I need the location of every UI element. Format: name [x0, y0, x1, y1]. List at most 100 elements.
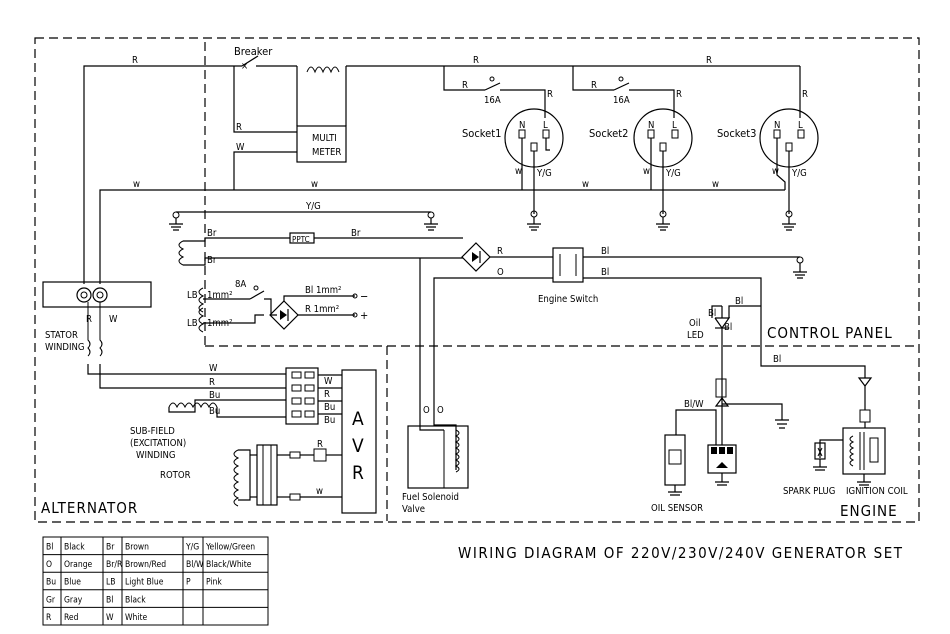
- svg-text:Bu: Bu: [209, 406, 220, 417]
- svg-text:w: w: [772, 166, 779, 177]
- multimeter-box: [296, 125, 347, 163]
- multimeter-label-2: METER: [312, 147, 341, 158]
- dc-output: LB 1mm² 8A LB 1mm² Bl 1mm² − R 1mm² +: [187, 279, 368, 333]
- legend-color-name: Orange: [64, 560, 93, 570]
- avr-connector-block: [285, 367, 319, 425]
- svg-text:Bl: Bl: [601, 246, 609, 257]
- socket-2: R 16A R Socket2 N L w Y/G: [572, 66, 693, 231]
- svg-text:×: ×: [241, 61, 248, 72]
- svg-text:Bu: Bu: [324, 415, 335, 426]
- legend-code: Bl: [106, 595, 113, 605]
- svg-text:Br: Br: [351, 228, 361, 239]
- fuel-solenoid: O O Fuel Solenoid Valve: [402, 405, 469, 515]
- alternator-title: ALTERNATOR: [41, 499, 138, 517]
- svg-text:N: N: [519, 120, 525, 131]
- svg-text:O: O: [497, 267, 504, 278]
- section-boundaries: [34, 37, 920, 523]
- earth-line-yg: Y/G: [169, 201, 438, 231]
- legend-code: Bu: [46, 578, 56, 588]
- ignition: SPARK PLUG IGNITION COIL: [783, 377, 908, 497]
- svg-text:Bl: Bl: [724, 322, 732, 333]
- legend-color-name: Black/White: [206, 560, 252, 570]
- svg-text:Bl: Bl: [735, 296, 743, 307]
- rectifier-bridge-1: [461, 242, 491, 272]
- svg-text:R: R: [497, 246, 503, 257]
- svg-text:Y/G: Y/G: [536, 168, 552, 179]
- avr-letter-r: R: [352, 462, 364, 484]
- legend-code: Y/G: [185, 543, 199, 553]
- subfield-label-1: SUB-FIELD: [130, 426, 175, 437]
- socket-3: R Socket3 N L w Y/G: [717, 66, 819, 231]
- svg-text:w: w: [515, 166, 522, 177]
- wire-label-r-top2: R: [473, 55, 479, 66]
- legend-color-name: Red: [64, 613, 79, 623]
- svg-text:Y/G: Y/G: [791, 168, 807, 179]
- control-panel-title: CONTROL PANEL: [767, 324, 893, 342]
- svg-text:Y/G: Y/G: [665, 168, 681, 179]
- svg-text:Bu: Bu: [324, 402, 335, 413]
- svg-text:W: W: [209, 363, 218, 374]
- svg-text:L: L: [543, 120, 548, 131]
- svg-text:Bl/W: Bl/W: [684, 399, 704, 410]
- socket-1: R 16A R Socket1 N L w Y/G: [443, 66, 564, 231]
- stator-terminal-block: [42, 281, 152, 308]
- legend-code: P: [186, 578, 191, 588]
- ptc-label: PPTC: [292, 235, 310, 244]
- wire-label-yg-earth: Y/G: [305, 201, 321, 212]
- svg-text:Bu: Bu: [209, 390, 220, 401]
- legend-code: O: [46, 560, 52, 570]
- legend-color-name: Brown: [125, 543, 149, 553]
- socket3-label: Socket3: [717, 127, 756, 140]
- top-r-bus: R R R: [83, 55, 800, 284]
- svg-text:W: W: [324, 376, 333, 387]
- avr-box: [341, 369, 377, 514]
- legend-color-name: Black: [125, 595, 146, 605]
- svg-text:W: W: [109, 314, 118, 325]
- svg-text:w: w: [316, 486, 323, 497]
- svg-text:R: R: [676, 89, 682, 100]
- svg-text:L: L: [672, 120, 677, 131]
- oil-led-label-2: LED: [687, 330, 704, 341]
- legend-code: Bl/W: [186, 560, 204, 570]
- dc-minus-terminal: −: [360, 290, 368, 303]
- fuel-solenoid-box: [407, 425, 469, 489]
- socket1-label: Socket1: [462, 127, 501, 140]
- w-bus: w w w w: [99, 179, 785, 284]
- legend-code: LB: [106, 578, 116, 588]
- legend-color-name: Brown/Red: [125, 560, 166, 570]
- socket1-fuse-rating: 16A: [484, 95, 501, 106]
- rectifier-bridge-2: [269, 300, 299, 330]
- multimeter: MULTI METER W: [233, 66, 347, 190]
- wire-label-w-bus3: w: [582, 179, 589, 190]
- svg-text:L: L: [798, 120, 803, 131]
- avr: A V R: [341, 369, 377, 514]
- wire-label-r-breaker: R: [236, 122, 242, 133]
- oil-circuit: Oil LED Bl Bl Bl/W OIL SENSOR: [651, 305, 789, 514]
- slip-rings: [256, 444, 278, 506]
- stator-label-1: STATOR: [45, 330, 78, 341]
- fuel-solenoid-label-2: Valve: [402, 504, 425, 515]
- svg-text:w: w: [643, 166, 650, 177]
- rotor-label: ROTOR: [160, 470, 191, 481]
- wire-label-r-top3: R: [706, 55, 712, 66]
- legend-code: Br/R: [106, 560, 123, 570]
- svg-text:N: N: [774, 120, 780, 131]
- stator-terminal: R W STATOR WINDING W R: [42, 281, 286, 389]
- svg-text:R: R: [547, 89, 553, 100]
- legend-color-name: White: [125, 613, 148, 623]
- legend-code: Br: [106, 543, 115, 553]
- subfield-label-2: (EXCITATION): [130, 438, 186, 449]
- oil-led-label-1: Oil: [689, 318, 700, 329]
- subfield-label-3: WINDING: [136, 450, 175, 461]
- legend-code: W: [106, 613, 114, 623]
- legend-code: Bl: [46, 543, 53, 553]
- engine-title: ENGINE: [840, 502, 898, 520]
- svg-text:Br: Br: [207, 228, 217, 239]
- breaker-label: Breaker: [234, 45, 273, 58]
- svg-text:O: O: [423, 405, 430, 416]
- svg-text:LB: LB: [187, 290, 198, 301]
- svg-text:1mm²: 1mm²: [207, 290, 233, 301]
- wire-label-w-bus2: w: [311, 179, 318, 190]
